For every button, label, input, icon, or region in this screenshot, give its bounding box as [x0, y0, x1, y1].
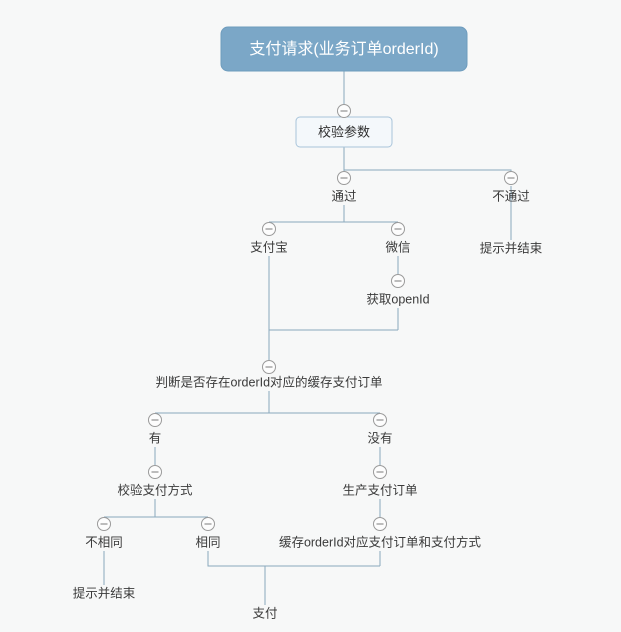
- edge-connector: [344, 169, 512, 171]
- node-label: 支付宝: [250, 240, 288, 254]
- node-label: 支付请求(业务订单orderId): [249, 40, 438, 58]
- collapse-minus-icon[interactable]: [337, 104, 351, 118]
- node-label: 校验支付方式: [117, 482, 193, 497]
- node-label: 提示并结束: [480, 240, 543, 255]
- edge-connector: [207, 551, 380, 567]
- edge-connector: [155, 391, 270, 414]
- collapse-minus-icon[interactable]: [201, 517, 215, 531]
- node-label: 生产支付订单: [342, 483, 417, 497]
- flow-node[interactable]: 相同: [195, 535, 220, 549]
- node-label: 校验参数: [318, 124, 370, 139]
- edges-layer: [103, 71, 512, 605]
- node-root-shape[interactable]: [220, 26, 468, 72]
- node-label: 微信: [385, 240, 410, 254]
- node-label: 通过: [331, 189, 357, 203]
- node-label: 不通过: [492, 189, 530, 203]
- node-label: 判断是否存在orderId对应的缓存支付订单: [155, 374, 382, 389]
- node-label: 提示并结束: [73, 585, 136, 600]
- flow-node[interactable]: 校验参数: [295, 116, 393, 148]
- flow-node[interactable]: 判断是否存在orderId对应的缓存支付订单: [155, 374, 382, 389]
- flow-node[interactable]: 提示并结束: [73, 585, 136, 600]
- collapse-minus-icon[interactable]: [391, 222, 405, 236]
- node-label: 缓存orderId对应支付订单和支付方式: [279, 534, 482, 549]
- collapse-minus-icon[interactable]: [504, 171, 518, 185]
- flow-node[interactable]: 没有: [367, 430, 392, 445]
- flow-node[interactable]: 不相同: [85, 535, 123, 549]
- collapse-minus-icon[interactable]: [373, 413, 387, 427]
- flow-node[interactable]: 有: [149, 431, 162, 445]
- collapse-minus-icon[interactable]: [97, 517, 111, 531]
- flow-node[interactable]: 提示并结束: [480, 240, 543, 255]
- collapse-minus-icon[interactable]: [373, 517, 387, 531]
- node-label: 获取openId: [366, 292, 429, 306]
- node-label: 不相同: [85, 535, 123, 549]
- flow-node[interactable]: 不通过: [492, 189, 530, 203]
- collapse-minus-icon[interactable]: [148, 413, 162, 427]
- flow-node[interactable]: 通过: [331, 189, 357, 203]
- flow-node[interactable]: 缓存orderId对应支付订单和支付方式: [279, 534, 482, 549]
- flow-node[interactable]: 生产支付订单: [342, 483, 417, 497]
- collapse-minus-icon[interactable]: [148, 465, 162, 479]
- flow-node[interactable]: 微信: [385, 240, 410, 254]
- node-label: 有: [149, 431, 162, 445]
- collapse-minus-icon[interactable]: [391, 274, 405, 288]
- flow-node[interactable]: 支付宝: [250, 240, 288, 254]
- collapse-minus-icon[interactable]: [262, 222, 276, 236]
- flow-node[interactable]: 支付请求(业务订单orderId): [220, 26, 468, 72]
- collapse-minus-icon[interactable]: [373, 465, 387, 479]
- node-label: 相同: [195, 535, 220, 549]
- node-label: 支付: [252, 606, 277, 620]
- flow-node[interactable]: 校验支付方式: [117, 482, 193, 497]
- flow-node[interactable]: 支付: [252, 606, 277, 620]
- collapse-minus-icon[interactable]: [337, 171, 351, 185]
- flow-node[interactable]: 获取openId: [366, 292, 429, 306]
- edge-connector: [104, 499, 156, 518]
- edge-connector: [269, 205, 345, 223]
- node-label: 没有: [367, 430, 392, 445]
- collapse-minus-icon[interactable]: [262, 360, 276, 374]
